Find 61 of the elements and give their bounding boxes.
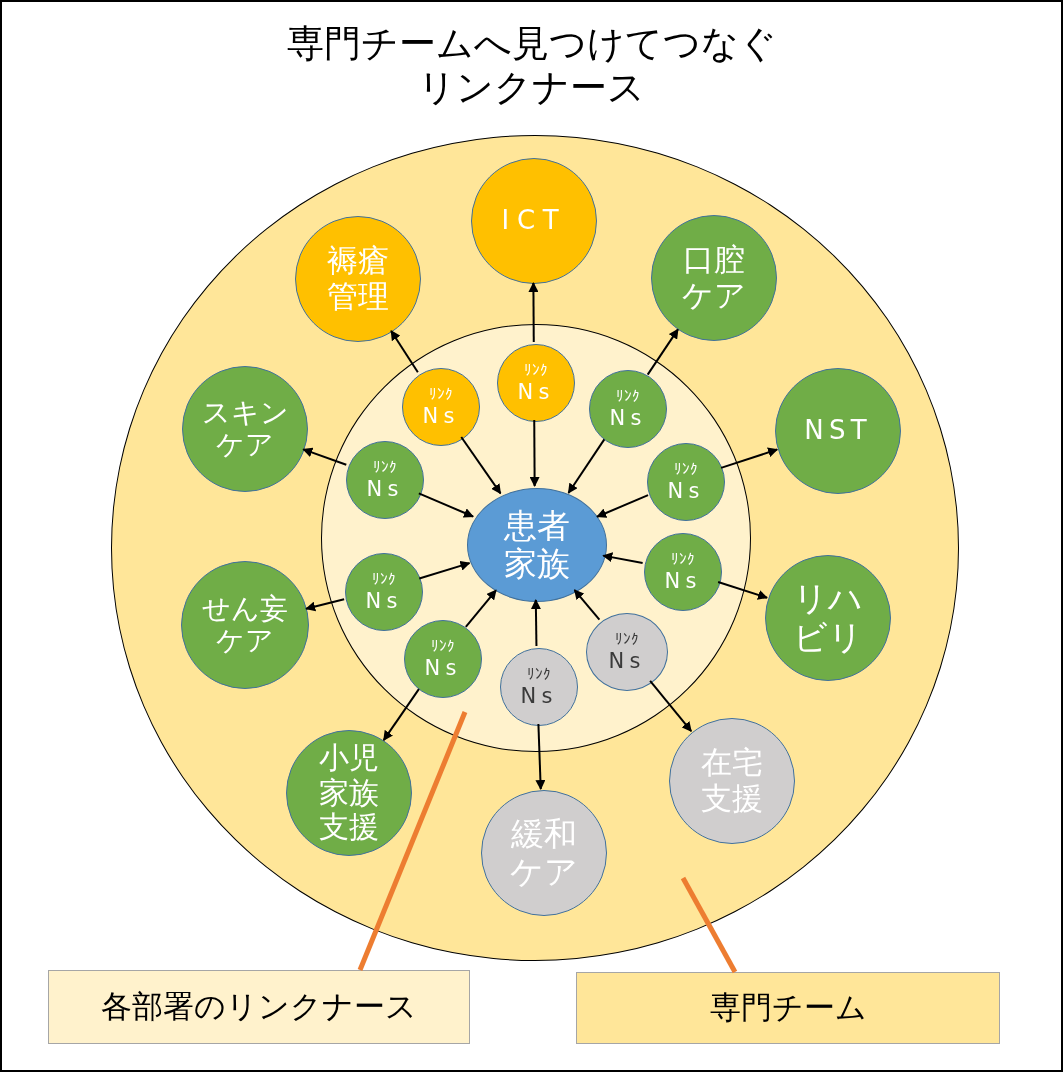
link-label: ﾘﾝｸ xyxy=(671,551,695,568)
arrow xyxy=(646,328,679,376)
link-nurse-circle xyxy=(589,370,667,448)
ns-label: Ns xyxy=(365,589,403,613)
link-nurse-circle xyxy=(346,441,424,519)
node-label: 口腔ケア xyxy=(681,242,747,314)
arrow xyxy=(530,599,541,647)
arrow xyxy=(529,419,540,487)
link-label: ﾘﾝｸ xyxy=(429,386,453,403)
node-label: ICT xyxy=(500,206,568,236)
diagram-title: 専門チームへ見つけてつなぐリンクナース xyxy=(285,22,778,111)
node-label: リハビリ xyxy=(792,578,864,658)
link-label: ﾘﾝｸ xyxy=(616,388,640,405)
arrow xyxy=(460,436,502,495)
link-label: ﾘﾝｸ xyxy=(674,461,698,478)
link-label: ﾘﾝｸ xyxy=(431,638,455,655)
arrow xyxy=(302,447,348,466)
ns-label: Ns xyxy=(667,479,705,503)
ns-label: Ns xyxy=(520,684,558,708)
leader-line xyxy=(357,711,468,971)
ns-label: Ns xyxy=(366,477,404,501)
legend-box xyxy=(576,972,1000,1044)
node-label: NST xyxy=(803,416,873,446)
node-label: 褥瘡管理 xyxy=(326,243,390,315)
ns-label: Ns xyxy=(517,380,555,404)
arrow xyxy=(417,492,475,518)
ns-label: Ns xyxy=(664,569,702,593)
arrow xyxy=(573,589,601,621)
link-nurse-circle xyxy=(402,368,480,446)
node-label: 患者家族 xyxy=(503,507,571,583)
arrow xyxy=(390,329,419,374)
arrow xyxy=(596,494,650,518)
arrow xyxy=(535,723,546,791)
ns-label: Ns xyxy=(608,649,646,673)
arrow xyxy=(720,447,779,469)
node-label: 専門チーム xyxy=(708,990,868,1026)
arrow xyxy=(418,561,471,580)
link-nurse-circle xyxy=(345,553,423,631)
ns-label: Ns xyxy=(422,404,460,428)
node-label: スキンケア xyxy=(200,396,290,462)
arrow xyxy=(382,688,420,742)
arrow xyxy=(602,552,644,564)
node-label: せん妄ケア xyxy=(201,592,289,658)
ns-label: Ns xyxy=(609,406,647,430)
link-nurse-circle xyxy=(404,620,482,698)
link-label: ﾘﾝｸ xyxy=(615,631,639,648)
link-label: ﾘﾝｸ xyxy=(527,666,551,683)
leader-line xyxy=(680,876,738,974)
arrow xyxy=(649,679,693,733)
arrow xyxy=(567,438,606,494)
link-label: ﾘﾝｸ xyxy=(372,571,396,588)
link-label: ﾘﾝｸ xyxy=(524,362,548,379)
arrow xyxy=(717,580,769,600)
arrow xyxy=(528,282,539,343)
arrow xyxy=(305,598,346,612)
ns-label: Ns xyxy=(424,656,462,680)
arrow xyxy=(464,589,497,628)
legend-box xyxy=(48,970,470,1044)
node-label: 小児家族支援 xyxy=(318,741,380,845)
link-label: ﾘﾝｸ xyxy=(373,459,397,476)
node-label: 各部署のリンクナース xyxy=(100,989,418,1025)
